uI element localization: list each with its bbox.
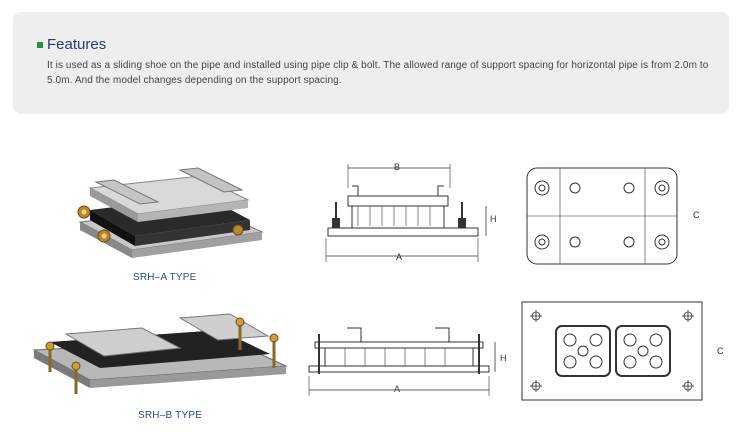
srh-b-dimension-c-label: C (717, 346, 724, 356)
features-panel: Features It is used as a sliding shoe on… (13, 12, 729, 114)
dimension-h-label: H (490, 214, 497, 224)
srh-a-photo (77, 167, 264, 258)
srh-b-top-drawing (521, 301, 703, 401)
srh-b-photo (32, 313, 288, 394)
srh-b-side-drawing (308, 327, 496, 396)
srh-a-top-drawing (526, 167, 678, 265)
srh-b-dimension-a-label: A (394, 384, 401, 394)
square-bullet-icon (37, 41, 43, 48)
srh-a-type-label: SRH–A TYPE (133, 272, 197, 283)
features-description: It is used as a sliding shoe on the pipe… (47, 60, 709, 86)
features-heading: Features (37, 36, 106, 53)
dimension-a-label: A (396, 252, 403, 262)
dimension-b-label: B (394, 162, 401, 172)
srh-a-side-drawing (325, 164, 487, 262)
srh-b-dimension-h-label: H (500, 353, 507, 363)
features-title: Features (47, 36, 107, 53)
dimension-c-label: C (693, 210, 700, 220)
srh-b-type-label: SRH–B TYPE (138, 410, 203, 421)
